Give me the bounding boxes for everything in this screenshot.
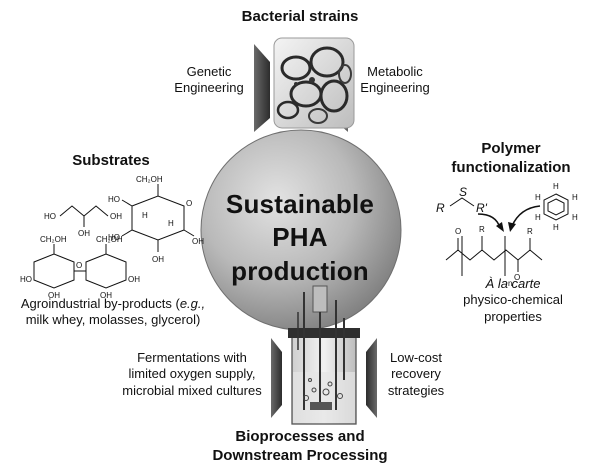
agro-line-1: Agroindustrial by-products (e.g., xyxy=(4,296,222,312)
genetic-line-2: Engineering xyxy=(174,80,244,96)
chem-label: H xyxy=(572,193,578,202)
center-title-line-1: Sustainable PHA xyxy=(225,189,375,253)
physico-line-1: physico-chemical xyxy=(463,292,563,308)
chem-label: O xyxy=(514,273,520,282)
chem-label: OH xyxy=(152,255,164,264)
reaction-arrowhead-left xyxy=(496,222,504,232)
bottom-line-1: Bioprocesses and xyxy=(235,428,365,445)
metabolic-line-1: Metabolic xyxy=(367,64,423,79)
chem-label: OH xyxy=(110,212,122,221)
chem-label: R xyxy=(479,225,485,234)
chem-label: S xyxy=(459,185,467,199)
agro-line-1-eg: e.g., xyxy=(179,296,206,311)
alacarte-label: À la carte physico-chemical properties xyxy=(440,276,586,325)
glycerol-structure xyxy=(59,205,109,227)
chem-label: OH xyxy=(128,275,140,284)
chem-label: OH xyxy=(78,229,90,238)
low-cost-recovery-label: Low-cost recovery strategies xyxy=(376,350,456,399)
fermentation-arrow xyxy=(271,338,282,418)
polymer-functionalization-title: Polymer functionalization xyxy=(436,140,586,178)
bioprocesses-title: Bioprocesses and Downstream Processing xyxy=(200,428,400,466)
bacterial-micrograph xyxy=(273,37,355,129)
center-title: Sustainable PHA production xyxy=(212,188,388,288)
chem-label: H xyxy=(553,223,559,232)
chem-label: HO xyxy=(108,195,120,204)
chem-label: H xyxy=(572,213,578,222)
chem-label: O xyxy=(186,199,192,208)
recovery-arrow xyxy=(366,338,377,418)
genetic-line-1: Genetic xyxy=(186,64,232,79)
physico-line-2: properties xyxy=(484,308,542,324)
agro-line-2: milk whey, molasses, glycerol) xyxy=(25,312,201,328)
chem-label: H xyxy=(168,219,174,228)
genetic-engineering-label: Genetic Engineering xyxy=(164,64,254,97)
chem-label: CH₂OH xyxy=(96,235,123,244)
chem-label: OH xyxy=(48,291,60,300)
lactose-structure xyxy=(33,244,127,289)
alacarte-line: À la carte xyxy=(485,276,541,291)
bacterial-strains-title: Bacterial strains xyxy=(241,8,359,25)
chem-label: R xyxy=(527,227,533,236)
polymer-line-2: functionalization xyxy=(451,158,571,176)
agroindustrial-label: Agroindustrial by-products (e.g., milk w… xyxy=(4,296,222,329)
agro-line-1-text: Agroindustrial by-products ( xyxy=(20,296,180,311)
thiol-structure xyxy=(449,197,475,207)
bottom-line-2: Downstream Processing xyxy=(212,446,388,464)
benzene-structure xyxy=(543,193,569,221)
glucose-structure xyxy=(121,184,195,252)
chem-label: OH xyxy=(192,237,204,246)
ferm-line-2: limited oxygen supply, xyxy=(128,366,256,382)
lowcost-line-1: Low-cost xyxy=(389,350,443,365)
polymer-line-1: Polymer xyxy=(481,140,541,157)
chem-label: CH₂OH xyxy=(136,175,163,184)
chem-label: HO xyxy=(108,233,120,242)
polymer-backbone xyxy=(445,236,543,276)
bioreactor xyxy=(288,285,360,425)
chem-label: H xyxy=(553,182,559,191)
chem-label: HO xyxy=(44,212,56,221)
fermentation-label: Fermentations with limited oxygen supply… xyxy=(112,350,272,399)
reaction-arrowhead-right xyxy=(508,222,516,232)
chem-label: R' xyxy=(476,201,488,215)
chem-label: O xyxy=(76,261,82,270)
chem-label: R xyxy=(436,201,445,215)
chem-label: HO xyxy=(20,275,32,284)
chem-label: n xyxy=(508,279,512,288)
chem-label: H xyxy=(535,213,541,222)
lowcost-line-3: strategies xyxy=(387,382,445,398)
metabolic-line-2: Engineering xyxy=(360,80,430,96)
substrates-title: Substrates xyxy=(72,152,150,169)
lowcost-line-2: recovery xyxy=(391,366,441,382)
chem-label: CH₂OH xyxy=(40,235,67,244)
genetic-engineering-arrow xyxy=(254,44,270,132)
chem-label: H xyxy=(142,211,148,220)
center-title-line-2: production xyxy=(231,255,369,286)
metabolic-engineering-label: Metabolic Engineering xyxy=(350,64,440,97)
chem-label: OH xyxy=(100,291,112,300)
chem-label: H xyxy=(535,193,541,202)
ferm-line-3: microbial mixed cultures xyxy=(122,382,262,398)
ferm-line-1: Fermentations with xyxy=(137,350,247,365)
chem-label: O xyxy=(455,227,461,236)
